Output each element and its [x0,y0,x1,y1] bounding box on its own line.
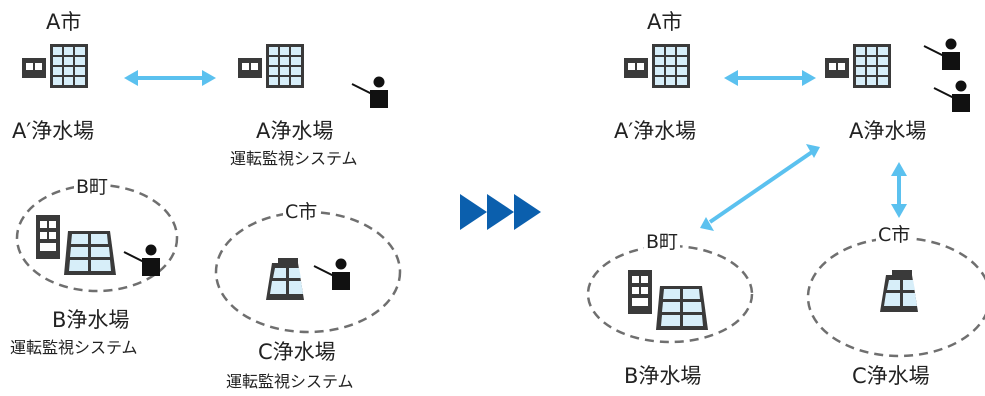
building-icon [36,215,60,259]
label-b-plant: B浄水場 [624,364,702,388]
double-arrow-icon [124,70,216,86]
building-icon [22,44,88,88]
building-icon [656,286,708,330]
label-city-c: C市 [283,201,320,223]
chevron-right-icon [460,194,541,230]
label-a-plant: A浄水場 [849,119,927,143]
label-a-prime-plant: A′浄水場 [614,119,697,143]
label-c-plant: C浄水場 [258,340,336,364]
label-b-plant: B浄水場 [52,308,130,332]
double-arrow-icon [724,70,816,86]
label-a-prime-plant: A′浄水場 [12,119,95,143]
building-icon [624,44,690,88]
label-a-plant: A浄水場 [256,119,334,143]
building-icon [628,270,652,314]
operator-icon [123,243,161,277]
town-b-boundary [586,244,754,344]
double-arrow-icon [891,162,907,218]
label-c-system: 運転監視システム [226,372,354,391]
building-icon [266,258,304,300]
double-arrow-icon [700,144,820,231]
label-town-b: B町 [74,176,111,198]
city-c-boundary [214,210,402,334]
label-city-a: A市 [46,10,82,34]
building-icon [880,270,918,312]
label-town-b: B町 [644,231,681,253]
operator-icon [933,79,971,113]
label-b-system: 運転監視システム [10,338,138,357]
building-icon [64,231,116,275]
label-a-system: 運転監視システム [230,149,358,168]
operator-icon [923,37,961,71]
operator-icon [313,257,351,291]
operator-icon [351,75,389,109]
building-icon [238,44,304,88]
label-city-c: C市 [876,224,913,246]
label-city-a: A市 [647,10,683,34]
building-icon [825,44,891,88]
label-c-plant: C浄水場 [852,364,930,388]
